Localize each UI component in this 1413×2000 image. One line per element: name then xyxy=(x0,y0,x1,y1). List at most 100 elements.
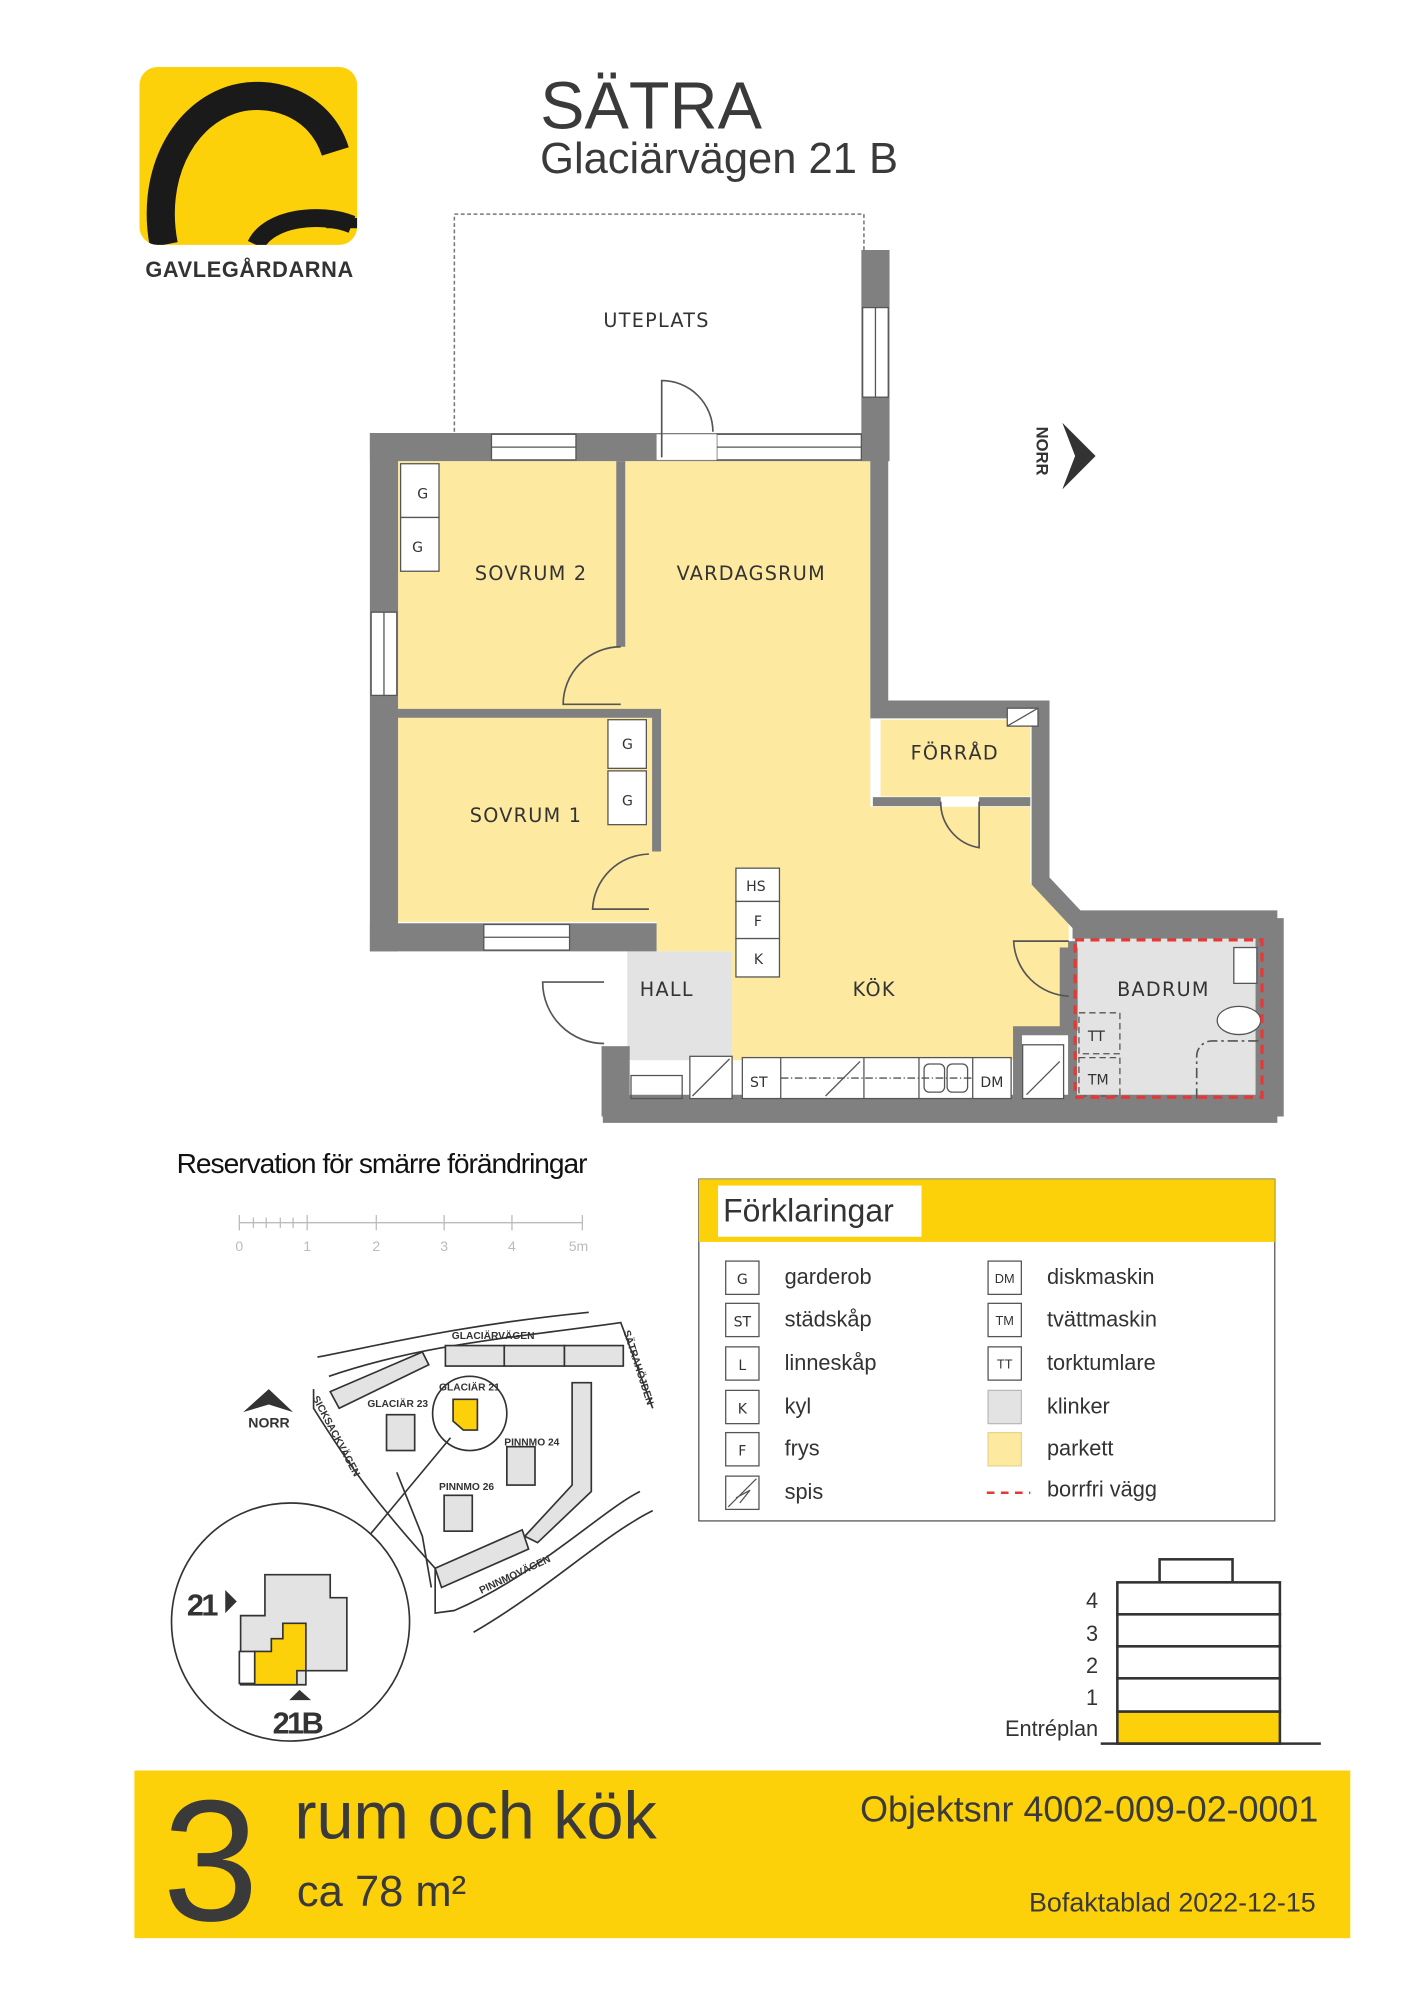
st-label: ST xyxy=(750,1075,768,1091)
hall-klinker xyxy=(627,951,733,1061)
gavlegardarna-logo: GAVLEGÅRDARNA xyxy=(139,66,358,282)
road-label: GLACIÄRVÄGEN xyxy=(452,1329,535,1342)
legend-text: borrfri vägg xyxy=(1047,1477,1157,1502)
tm-label: TM xyxy=(1087,1072,1109,1088)
wardrobes: G G G G xyxy=(399,463,647,826)
room-uteplats: UTEPLATS xyxy=(603,309,709,332)
legend-text: ST xyxy=(734,1314,752,1330)
room-count: 3 xyxy=(163,1764,259,1957)
building-label: GLACIÄR 21 xyxy=(439,1380,500,1393)
legend-item: TT torktumlare xyxy=(987,1346,1156,1381)
address: Glaciärvägen 21 B xyxy=(540,135,898,183)
floor-label: 1 xyxy=(1086,1685,1098,1710)
area-title: SÄTRA xyxy=(540,69,762,143)
north-label: NORR xyxy=(1033,427,1052,476)
freezer-label: F xyxy=(754,914,762,930)
legend-item: spis xyxy=(725,1475,824,1511)
wardrobe-label: G xyxy=(622,737,633,753)
room-vardagsrum: VARDAGSRUM xyxy=(677,562,826,585)
legend-text: DM xyxy=(995,1271,1015,1286)
room-forrad: FÖRRÅD xyxy=(911,741,999,764)
hs-label: HS xyxy=(746,879,766,895)
wardrobe-label: G xyxy=(417,486,428,502)
site-north-label: NORR xyxy=(248,1414,289,1430)
apartment-size: ca 78 m² xyxy=(297,1868,466,1916)
parkett-floor xyxy=(398,461,1069,1061)
legend-text: L xyxy=(738,1358,746,1374)
legend-text: diskmaskin xyxy=(1047,1264,1155,1289)
scale-bar xyxy=(238,1215,583,1231)
parkett-swatch xyxy=(987,1431,1022,1467)
legend-item: DM diskmaskin xyxy=(987,1260,1155,1296)
room-sovrum-2: SOVRUM 2 xyxy=(475,562,588,585)
room-badrum: BADRUM xyxy=(1117,978,1210,1001)
legend-text: garderob xyxy=(785,1264,872,1289)
floor-plan: G G G G HS F K ST DM xyxy=(369,213,1284,1123)
legend-item: borrfri vägg xyxy=(986,1477,1157,1502)
scale-label: 3 xyxy=(440,1238,448,1254)
brand-name: GAVLEGÅRDARNA xyxy=(145,256,354,282)
legend-text: frys xyxy=(785,1436,820,1461)
north-arrow: NORR xyxy=(1033,422,1096,490)
room-sovrum-1: SOVRUM 1 xyxy=(470,804,583,827)
legend-item: parkett xyxy=(987,1431,1114,1467)
object-number: Objektsnr 4002-009-02-0001 xyxy=(860,1790,1318,1830)
floor-label: 3 xyxy=(1086,1621,1098,1646)
tt-label: TT xyxy=(1087,1029,1105,1045)
floor-label: Entréplan xyxy=(1005,1716,1098,1741)
legend-text: klinker xyxy=(1047,1393,1110,1418)
floor-indicator xyxy=(1100,1558,1321,1745)
kitchen-counter: ST DM xyxy=(630,707,1065,1100)
legend-title: Förklaringar xyxy=(723,1192,894,1228)
scale-label: 1 xyxy=(303,1238,311,1254)
rooms-label: rum och kök xyxy=(294,1779,657,1853)
door-arcs xyxy=(541,379,1069,1045)
legend-text: F xyxy=(738,1444,746,1460)
legend-item: klinker xyxy=(987,1389,1110,1425)
fact-sheet-date: Bofaktablad 2022-12-15 xyxy=(1029,1887,1316,1917)
site-north-arrow xyxy=(243,1389,294,1413)
legend-text: TM xyxy=(995,1313,1013,1328)
legend-text: K xyxy=(738,1401,748,1417)
klinker-swatch xyxy=(987,1389,1022,1425)
entrance-21-label: 21 xyxy=(187,1588,219,1623)
legend-text: kyl xyxy=(785,1393,812,1418)
building-label: PINNMO 26 xyxy=(439,1482,494,1493)
fridge-freezer-column: HS F K xyxy=(735,867,781,978)
building-label: GLACIÄR 23 xyxy=(367,1397,428,1410)
summary-banner: 3 rum och kök ca 78 m² Objektsnr 4002-00… xyxy=(134,1764,1351,1957)
fridge-label: K xyxy=(754,952,764,968)
scale-label: 2 xyxy=(372,1238,380,1254)
room-hall: HALL xyxy=(640,978,694,1001)
road-label: SÄTRAHÖJDEN xyxy=(620,1328,656,1406)
entrance-21b-label: 21B xyxy=(273,1705,323,1740)
wardrobe-label: G xyxy=(412,540,423,556)
legend-text: parkett xyxy=(1047,1436,1114,1461)
scale-label: 4 xyxy=(508,1238,516,1254)
wardrobe-label: G xyxy=(622,793,633,809)
building-label: PINNMO 24 xyxy=(504,1437,559,1448)
scale-label: 0 xyxy=(235,1238,243,1254)
room-kok: KÖK xyxy=(853,978,896,1001)
legend-text: spis xyxy=(785,1479,824,1504)
legend-item: TM tvättmaskin xyxy=(987,1302,1157,1338)
dm-label: DM xyxy=(980,1075,1003,1091)
drill-free-wall xyxy=(1073,938,1264,1099)
windows xyxy=(370,306,889,1047)
legend-text: torktumlare xyxy=(1047,1350,1156,1375)
current-floor xyxy=(1116,1710,1282,1745)
road-label: SICKSACKVÄGEN xyxy=(310,1393,364,1478)
reservation-note: Reservation för smärre förändringar xyxy=(177,1148,588,1179)
legend-text: TT xyxy=(997,1357,1013,1372)
legend-text: tvättmaskin xyxy=(1047,1306,1157,1331)
floor-label: 4 xyxy=(1086,1588,1098,1613)
site-map xyxy=(170,1311,654,1742)
legend-text: linneskåp xyxy=(785,1350,877,1375)
